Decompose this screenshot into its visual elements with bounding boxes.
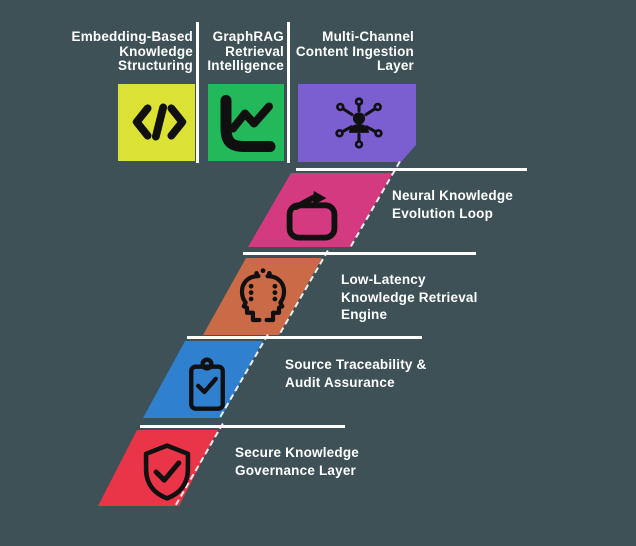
- vertical-separator-line-1: [196, 22, 199, 163]
- rule-line-step-4: [140, 425, 345, 428]
- top-block-label-embedding: Embedding-Based Knowledge Structuring: [71, 29, 193, 74]
- code-icon: [132, 101, 187, 143]
- face-to-face-icon: [231, 267, 295, 331]
- repeat-loop-icon: [283, 191, 341, 243]
- rule-line-step-2: [243, 252, 476, 255]
- line-chart-icon: [216, 92, 276, 153]
- step-label-traceability: Source Traceability & Audit Assurance: [285, 357, 427, 390]
- step-label-retrieval-engine: Low-Latency Knowledge Retrieval Engine: [341, 272, 478, 322]
- rule-line-step-3: [187, 336, 422, 339]
- person-network-icon: [330, 93, 388, 153]
- step-label-governance: Secure Knowledge Governance Layer: [235, 445, 359, 478]
- top-block-label-ingestion: Multi-Channel Content Ingestion Layer: [295, 29, 414, 74]
- shield-check-icon: [141, 442, 193, 502]
- rule-line-step-1: [296, 168, 527, 171]
- step-label-evolution-loop: Neural Knowledge Evolution Loop: [392, 188, 513, 221]
- vertical-separator-line-2: [287, 22, 290, 163]
- top-block-label-graphrag: GraphRAG Retrieval Intelligence: [207, 29, 284, 74]
- clipboard-check-icon: [186, 356, 228, 414]
